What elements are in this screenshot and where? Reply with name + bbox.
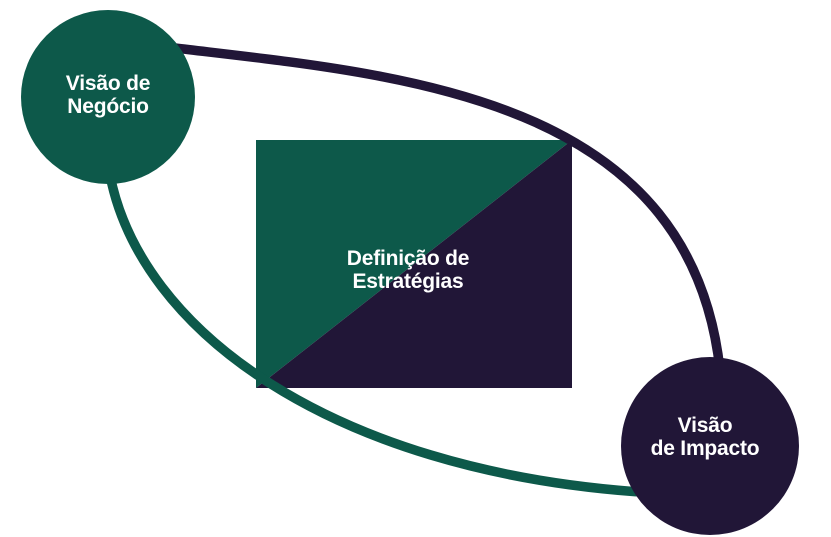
business-vision-circle xyxy=(21,10,195,184)
strategy-square-navy-triangle xyxy=(256,140,572,388)
impact-vision-circle xyxy=(621,357,799,535)
top-connector-arc xyxy=(174,43,725,371)
bottom-connector-arc xyxy=(105,174,641,497)
